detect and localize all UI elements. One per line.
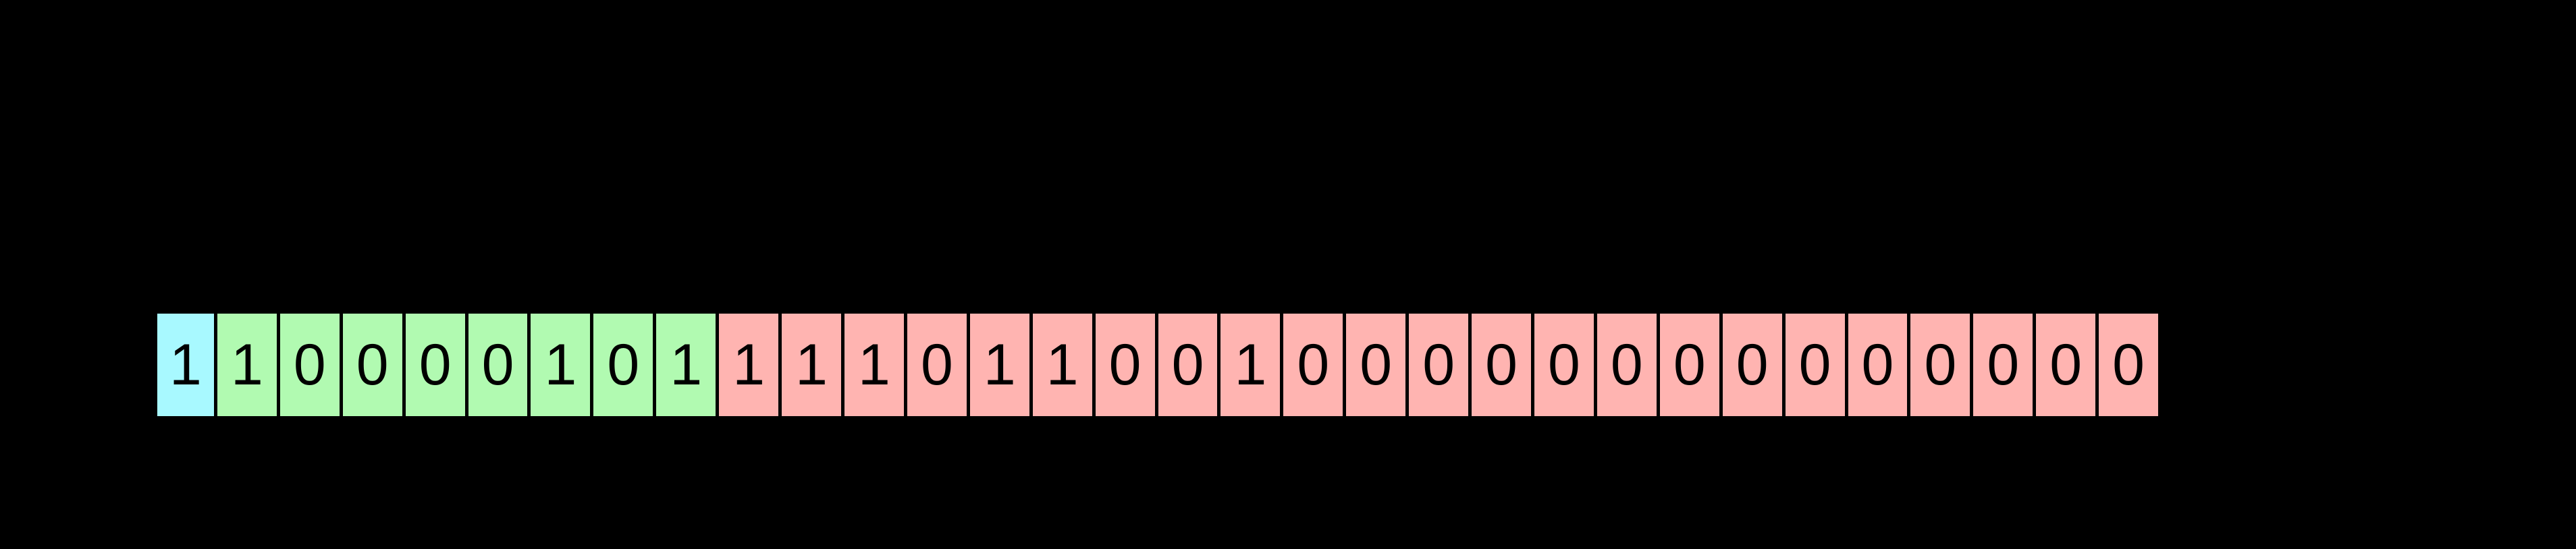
bit-cell-exponent: 0 <box>342 314 402 416</box>
bit-value: 1 <box>1046 333 1079 397</box>
bit-cell-exponent: 1 <box>531 314 591 416</box>
bit-value: 1 <box>732 333 766 397</box>
bit-value: 1 <box>858 333 890 397</box>
bit-cell-fraction: 1 <box>844 314 904 416</box>
bit-cell-fraction: 0 <box>1596 314 1657 416</box>
bit-cell-exponent: 0 <box>593 314 653 416</box>
bit-cell-fraction: 0 <box>1346 314 1406 416</box>
bit-value: 0 <box>293 333 326 397</box>
bit-value: 0 <box>1924 333 1957 397</box>
bit-value: 1 <box>670 333 703 397</box>
bit-cell-fraction: 0 <box>1722 314 1782 416</box>
bit-cell-fraction: 0 <box>2099 314 2159 416</box>
bit-value: 1 <box>230 333 263 397</box>
bit-cell-exponent: 0 <box>279 314 340 416</box>
bit-value: 0 <box>1422 333 1455 397</box>
bit-cell-exponent: 1 <box>656 314 716 416</box>
bit-cell-fraction: 0 <box>1158 314 1218 416</box>
bit-cell-fraction: 0 <box>1095 314 1155 416</box>
bit-cell-exponent: 0 <box>405 314 465 416</box>
bit-value: 0 <box>2049 333 2083 397</box>
bit-cell-fraction: 0 <box>1659 314 1719 416</box>
bit-value: 0 <box>607 333 640 397</box>
bit-cell-fraction: 0 <box>1848 314 1908 416</box>
bit-value: 0 <box>1673 333 1706 397</box>
bit-cell-fraction: 0 <box>907 314 967 416</box>
bit-value: 1 <box>795 333 828 397</box>
bit-value: 0 <box>419 333 452 397</box>
bit-cell-fraction: 1 <box>1032 314 1092 416</box>
bit-cell-fraction: 1 <box>1220 314 1281 416</box>
bit-cell-fraction: 0 <box>1785 314 1845 416</box>
bit-cell-fraction: 0 <box>1409 314 1469 416</box>
bit-cell-fraction: 1 <box>782 314 842 416</box>
bit-value: 0 <box>1736 333 1769 397</box>
bit-value: 0 <box>1548 333 1580 397</box>
bit-value: 0 <box>1171 333 1204 397</box>
bit-cell-fraction: 1 <box>969 314 1029 416</box>
bit-value: 0 <box>2112 333 2145 397</box>
bit-value: 0 <box>1798 333 1831 397</box>
bit-cell-exponent: 1 <box>217 314 277 416</box>
bit-value: 0 <box>1108 333 1142 397</box>
bit-value: 0 <box>1485 333 1518 397</box>
bit-cell-fraction: 0 <box>1472 314 1531 416</box>
bit-value: 0 <box>481 333 514 397</box>
bit-value: 1 <box>544 333 577 397</box>
bit-value: 1 <box>983 333 1016 397</box>
bit-value: 0 <box>1861 333 1894 397</box>
bit-cell-sign: 1 <box>157 314 214 416</box>
bit-cell-fraction: 0 <box>2036 314 2096 416</box>
bit-cell-fraction: 0 <box>1283 314 1343 416</box>
bit-value: 1 <box>1234 333 1267 397</box>
bit-cell-fraction: 0 <box>1910 314 1970 416</box>
bit-value: 0 <box>356 333 389 397</box>
bit-value: 0 <box>1987 333 2020 397</box>
bit-value: 1 <box>169 333 202 397</box>
bit-value: 0 <box>1297 333 1330 397</box>
bit-cell-fraction: 1 <box>719 314 779 416</box>
bit-cell-exponent: 0 <box>468 314 528 416</box>
bit-value: 0 <box>1610 333 1643 397</box>
bit-cell-fraction: 0 <box>1534 314 1594 416</box>
bit-value: 0 <box>920 333 953 397</box>
bit-value: 0 <box>1360 333 1393 397</box>
bit-cell-fraction: 0 <box>1973 314 2033 416</box>
